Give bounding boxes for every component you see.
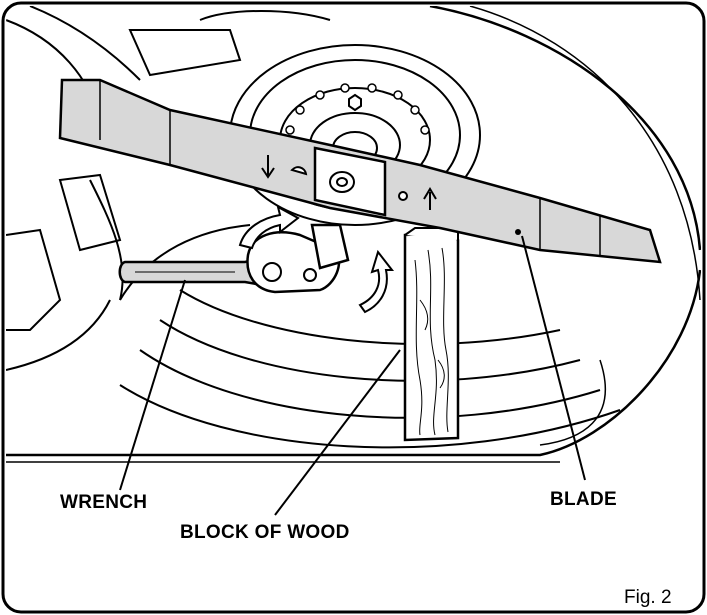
label-blade: BLADE xyxy=(550,489,617,510)
wrench xyxy=(118,223,350,294)
figure-number: Fig. 2 xyxy=(624,587,672,608)
block-of-wood xyxy=(403,227,460,442)
label-wrench: WRENCH xyxy=(60,492,147,513)
rotation-arrows xyxy=(238,205,395,314)
mower-blade xyxy=(58,78,662,264)
leader-lines xyxy=(119,235,586,516)
label-block-of-wood: BLOCK OF WOOD xyxy=(180,522,350,543)
